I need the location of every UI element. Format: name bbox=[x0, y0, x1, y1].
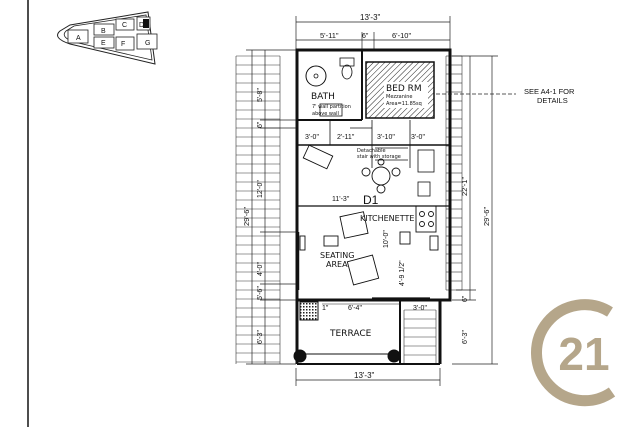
dim-right-terrace: 6'-3" bbox=[462, 330, 469, 344]
key-cell-a: A bbox=[76, 35, 81, 42]
dim-int-a: 3'-0" bbox=[305, 134, 319, 141]
dim-int-d: 3'-0" bbox=[411, 134, 425, 141]
top-dimension bbox=[295, 16, 451, 50]
dim-right-main: 22'-1" bbox=[460, 177, 469, 196]
seating-label-1: SEATING bbox=[320, 251, 354, 260]
stair-note-1: Detachable bbox=[357, 148, 386, 154]
dim-int-i: 3'-0" bbox=[413, 305, 427, 312]
bath-note-2: above wall bbox=[312, 111, 339, 117]
dim-top-mid: 6" bbox=[362, 33, 369, 40]
key-cell-b: B bbox=[101, 28, 106, 35]
dim-left-total: 29'-6" bbox=[242, 207, 251, 226]
dim-left-low: 5'-6" bbox=[257, 286, 264, 300]
stair-note-2: stair with storage bbox=[357, 154, 401, 160]
adjacent-unit-left-hatch bbox=[235, 55, 281, 364]
dim-top-left: 5'-11" bbox=[320, 31, 339, 40]
dim-int-b: 2'-11" bbox=[337, 134, 355, 141]
dim-int-h: 6'-4" bbox=[348, 305, 362, 312]
bed-room-mezzanine bbox=[365, 61, 435, 119]
toilet-icon bbox=[341, 64, 353, 80]
dim-left-upper: 12'-0" bbox=[257, 180, 264, 198]
kitchenette-label: KITCHENETTE bbox=[360, 214, 414, 223]
dim-int-f: 10'-0" bbox=[383, 230, 390, 248]
dim-bottom-total: 13'-3" bbox=[354, 371, 375, 380]
right-dimensions bbox=[452, 55, 498, 365]
seating-label-2: AREA bbox=[326, 260, 348, 269]
key-cell-e: E bbox=[101, 40, 106, 47]
callout-line-1: SEE A4-1 FOR bbox=[524, 87, 575, 96]
key-cell-c: C bbox=[122, 22, 127, 29]
brand-seal-logo: 21 bbox=[531, 299, 616, 407]
dim-int-g: 4'-9 1/2" bbox=[399, 260, 406, 286]
dim-int-j: 1" bbox=[322, 305, 329, 312]
dim-right-small: 6" bbox=[462, 295, 469, 302]
dim-int-e: 11'-3" bbox=[332, 196, 350, 203]
left-dimensions bbox=[246, 49, 296, 365]
dining-table bbox=[302, 144, 401, 194]
key-plan: A B C D E F G bbox=[57, 11, 158, 65]
key-cell-g: G bbox=[145, 40, 150, 47]
key-cell-d: D bbox=[139, 22, 144, 29]
dim-top-right: 6'-10" bbox=[392, 31, 411, 40]
dim-top-total: 13'-3" bbox=[360, 13, 381, 22]
bottom-dimension bbox=[295, 368, 441, 386]
dim-left-mid: 4'-0" bbox=[257, 262, 264, 276]
stair-partitions bbox=[297, 120, 450, 197]
terrace bbox=[293, 301, 401, 363]
bath-note-1: 7' wall partition bbox=[312, 104, 351, 110]
mezzanine-area: Area=11.85sq bbox=[386, 101, 422, 107]
key-cell-f: F bbox=[121, 41, 125, 48]
bed-room-label: BED RM bbox=[386, 84, 422, 94]
sink-icon bbox=[319, 103, 343, 117]
dim-left-small: 6" bbox=[257, 121, 264, 128]
callout-line-2: DETAILS bbox=[537, 96, 568, 105]
dim-right-total: 29'-6" bbox=[482, 207, 491, 226]
bath-label: BATH bbox=[311, 92, 335, 102]
dim-left-bath: 5'-8" bbox=[257, 88, 264, 102]
kitchenette bbox=[399, 205, 439, 251]
dim-left-terrace: 6'-3" bbox=[257, 330, 264, 344]
terrace-grate bbox=[299, 301, 319, 321]
shower-icon bbox=[305, 65, 327, 87]
bath-room bbox=[297, 50, 363, 121]
terrace-label: TERRACE bbox=[329, 329, 372, 339]
seating-area bbox=[296, 211, 430, 299]
mezzanine-label: Mezzanine bbox=[386, 94, 413, 100]
unit-label: D1 bbox=[363, 193, 379, 207]
brand-seal-number: 21 bbox=[558, 328, 609, 380]
detail-callout: SEE A4-1 FOR DETAILS bbox=[436, 87, 575, 105]
dim-int-c: 3'-10" bbox=[377, 134, 395, 141]
